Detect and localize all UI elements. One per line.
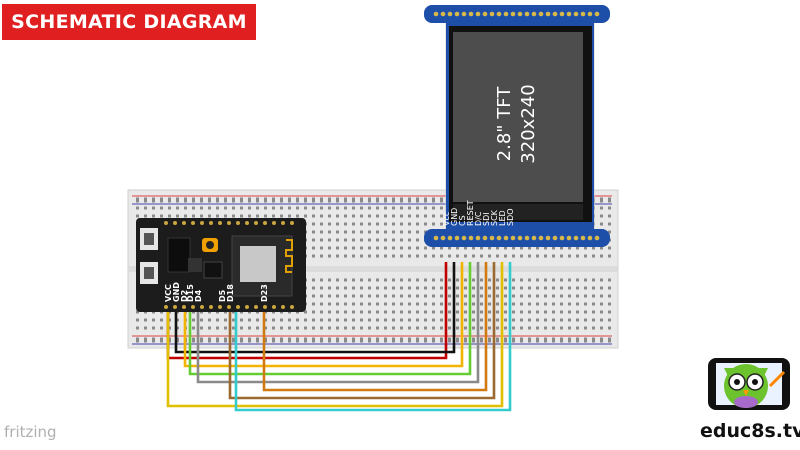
display-pin-label: SCK <box>490 209 499 226</box>
mcu-pin-label: D4 <box>194 289 203 302</box>
display-label-line1: 2.8" TFT <box>494 86 515 162</box>
wire <box>262 262 488 392</box>
display-pin-label: RESET <box>466 200 475 226</box>
mcu-pin-label: D18 <box>226 284 235 302</box>
display-pin-label: LED <box>498 210 507 226</box>
wire <box>234 262 512 412</box>
mcu-pin-label: D2 <box>180 290 189 302</box>
brand-url: educ8s.tv <box>700 420 800 442</box>
wire <box>183 262 464 368</box>
title-banner: SCHEMATIC DIAGRAM <box>2 4 256 40</box>
display-pin-label: GND <box>450 208 459 226</box>
display-pin-label: CS <box>458 215 467 226</box>
display-pin-label: SDI <box>482 212 491 226</box>
banner-title: SCHEMATIC DIAGRAM <box>11 11 247 33</box>
display-pin-label: SDO <box>506 208 515 226</box>
wire <box>228 262 496 400</box>
mcu-pin-label: D15 <box>186 284 195 302</box>
wire <box>196 262 480 384</box>
mcu-pin-label: VCC <box>164 284 173 302</box>
wire <box>174 262 456 354</box>
mcu-pin-label: D23 <box>260 284 269 302</box>
wire <box>166 262 504 408</box>
wire <box>188 262 472 376</box>
mcu-pin-label: D5 <box>218 289 227 302</box>
mcu-pin-label: GND <box>172 282 181 302</box>
fritzing-watermark: fritzing <box>4 423 57 441</box>
owl-tablet-logo-icon <box>708 358 790 410</box>
display-pin-label: Vcc <box>442 212 451 226</box>
display-pin-label: D/C <box>474 211 483 226</box>
wires <box>166 262 512 412</box>
display-label-line2: 320x240 <box>518 84 539 163</box>
